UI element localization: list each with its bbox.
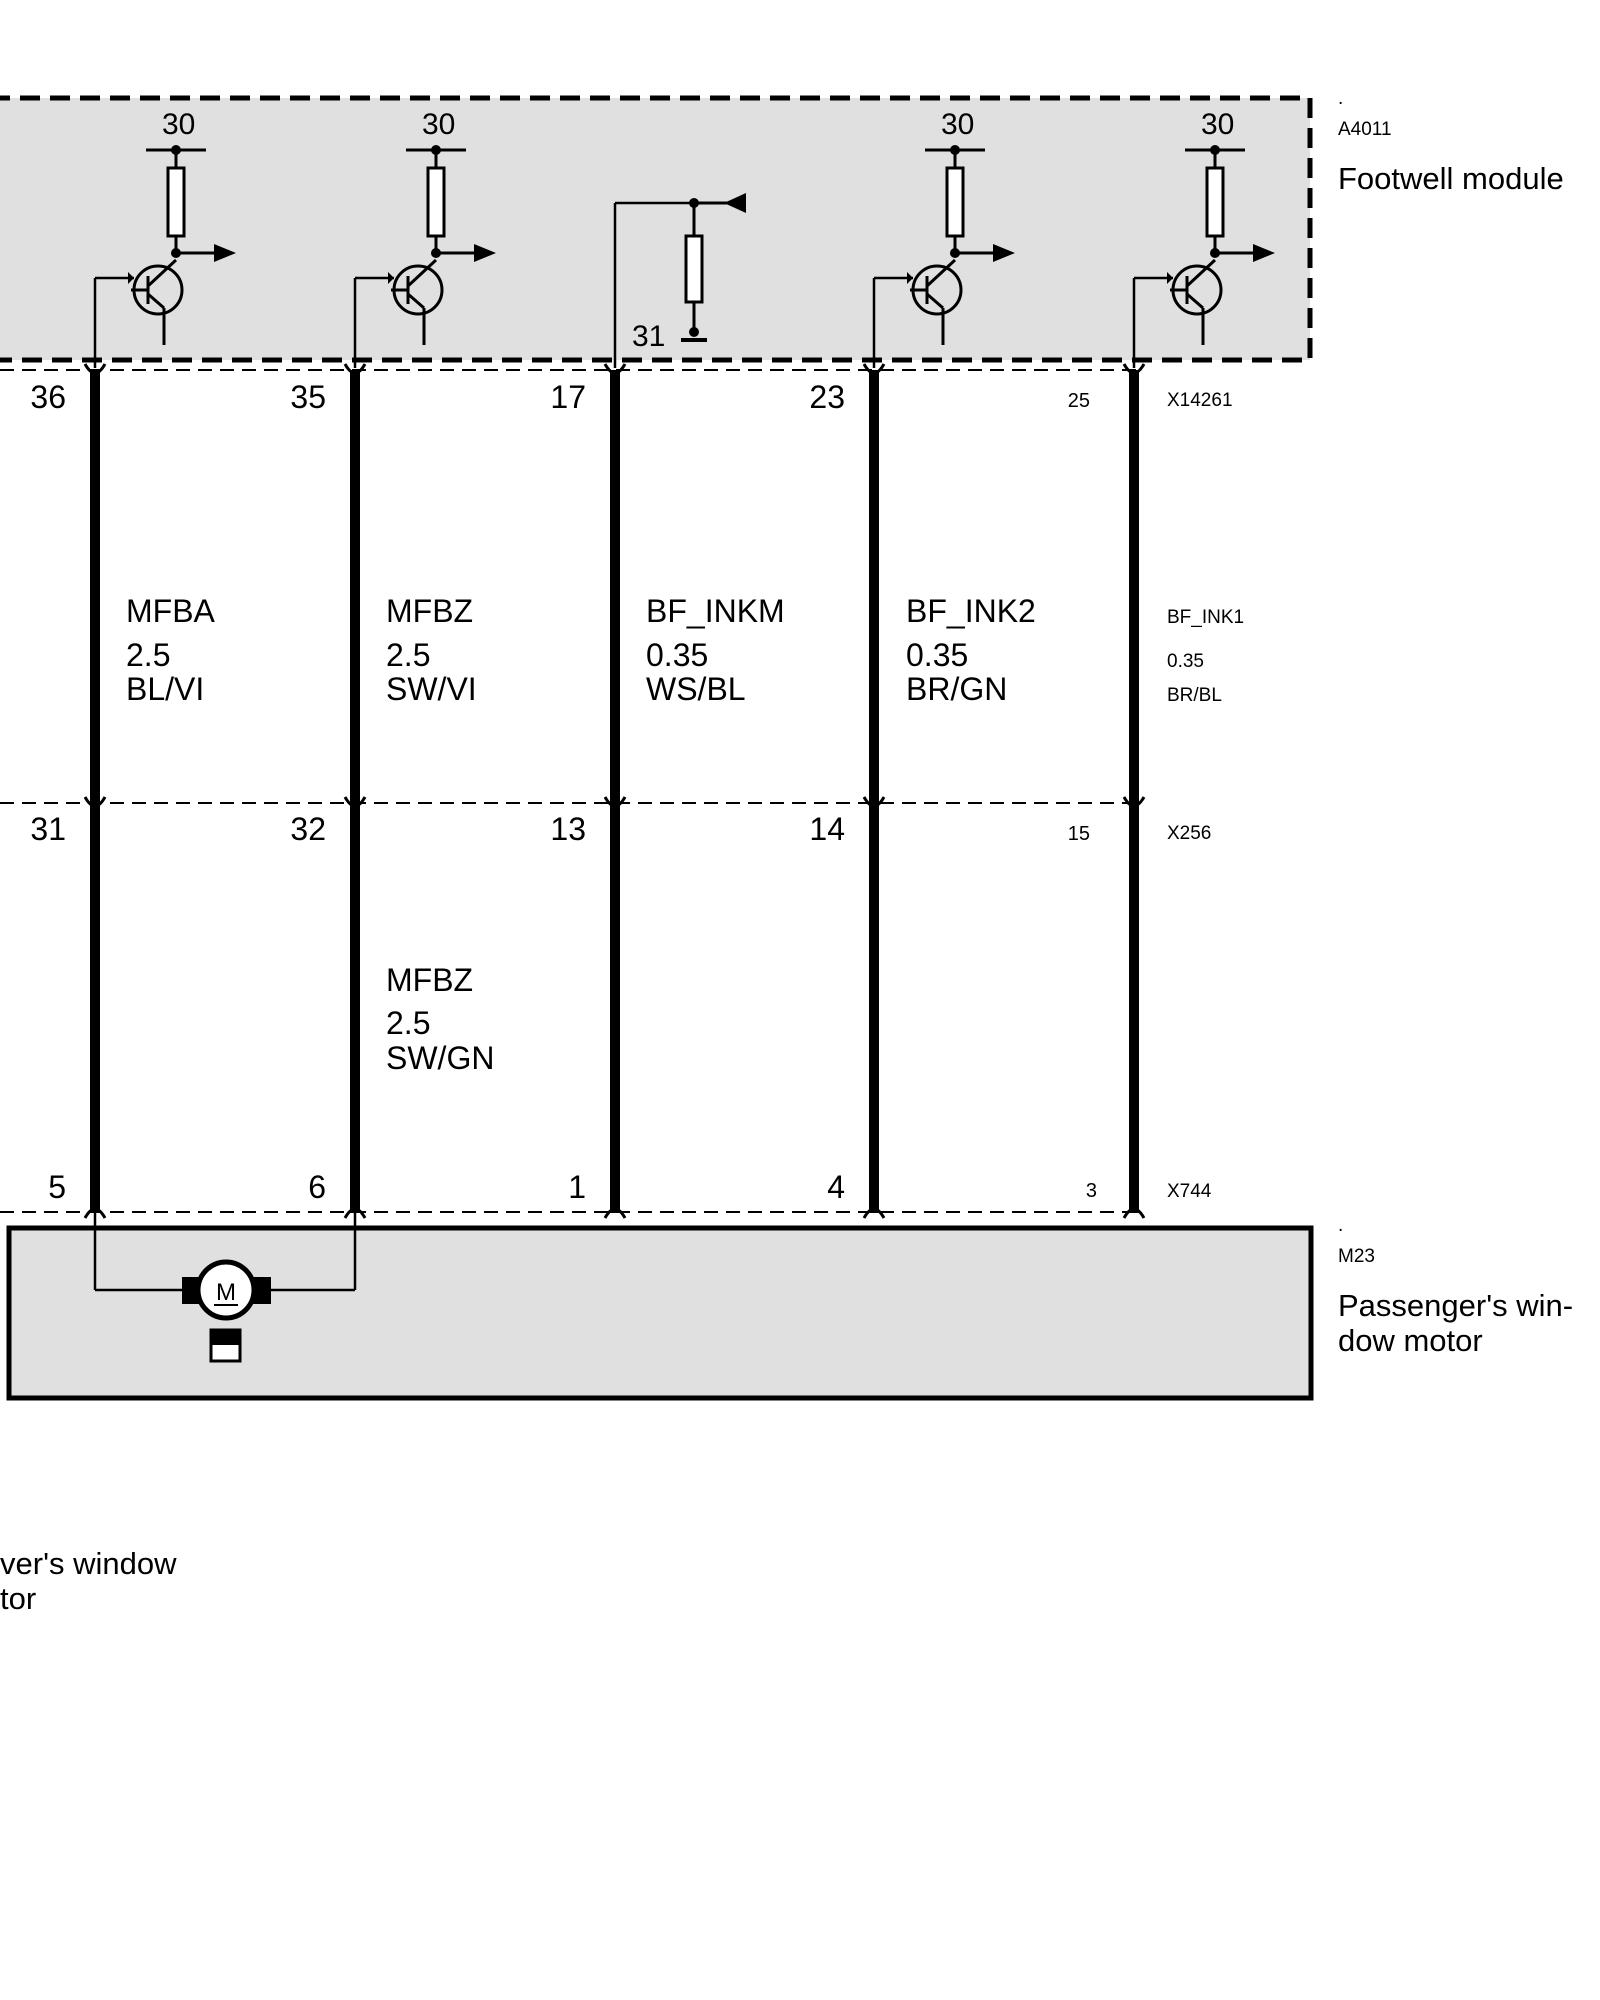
supply-label-3: 30: [941, 108, 974, 141]
pin-mid-3: 13: [550, 811, 586, 847]
pin-contact-mid-2: [343, 796, 367, 808]
pin-contact-top-5: [1122, 363, 1146, 375]
module-name: Footwell module: [1338, 161, 1564, 196]
pin-bot-4: 4: [827, 1169, 845, 1205]
pin-mid-2: 32: [290, 811, 326, 847]
pin-contact-bot-2: [343, 1207, 367, 1219]
pin-contact-mid-5: [1122, 796, 1146, 808]
wire-2: [350, 370, 360, 1213]
pin-contact-top-3: [603, 363, 627, 375]
wire-4-color: BR/GN: [906, 671, 1007, 707]
pin-bot-3: 1: [568, 1169, 586, 1205]
wire-2-size: 2.5: [386, 637, 430, 673]
motor-icon: [195, 1259, 257, 1321]
wire-1-size: 2.5: [126, 637, 170, 673]
wire-2-lower-color: SW/GN: [386, 1040, 494, 1076]
wire-2-lower-name: MFBZ: [386, 962, 473, 998]
pin-mid-4: 14: [809, 811, 845, 847]
wire-1-color: BL/VI: [126, 671, 204, 707]
transistor-stage-2: [353, 145, 496, 368]
wire-4-size: 0.35: [906, 637, 968, 673]
pin-top-3: 17: [550, 379, 586, 415]
wire-group: [90, 370, 1139, 1213]
pin-top-2: 35: [290, 379, 326, 415]
pin-top-5: 25: [1068, 390, 1090, 412]
transistor-stage-4: [1132, 145, 1275, 368]
pin-contact-mid-3: [603, 796, 627, 808]
footwell-module-box: [0, 95, 1313, 363]
pin-contacts: [83, 363, 1146, 1219]
wire-3-color: WS/BL: [646, 671, 746, 707]
supply-label-2: 30: [422, 108, 455, 141]
pin-bot-2: 6: [308, 1169, 326, 1205]
wire-3-size: 0.35: [646, 637, 708, 673]
connector-top-name: X14261: [1167, 390, 1233, 411]
pin-bot-1: 5: [48, 1169, 66, 1205]
motor-symbol-letter: M: [216, 1279, 236, 1306]
pin-contact-top-2: [343, 363, 367, 375]
connector-middle-name: X256: [1167, 823, 1211, 844]
pin-top-1: 36: [30, 379, 66, 415]
connector-bottom-name: X744: [1167, 1181, 1212, 1202]
wire-2-name: MFBZ: [386, 593, 473, 629]
supply-label-4: 30: [1201, 108, 1234, 141]
pin-mid-5: 15: [1068, 823, 1090, 845]
pin-contact-bot-5: [1122, 1207, 1146, 1219]
pin-contact-bot-1: [83, 1207, 107, 1219]
wire-3-name: BF_INKM: [646, 593, 785, 629]
input-arrow-icon: [724, 193, 746, 213]
ground-label: 31: [632, 320, 665, 353]
pin-contact-bot-4: [862, 1207, 886, 1219]
pin-contact-bot-3: [603, 1207, 627, 1219]
wire-2-lower-size: 2.5: [386, 1005, 430, 1041]
pin-contact-top-4: [862, 363, 886, 375]
motor-name-line1: Passenger's win-: [1338, 1288, 1573, 1323]
supply-label-1: 30: [162, 108, 195, 141]
pin-mid-1: 31: [30, 811, 66, 847]
pin-contact-mid-1: [83, 796, 107, 808]
motor-symbol: [93, 1212, 357, 1363]
window-motor-box: [6, 1225, 1314, 1401]
wire-5-color: BR/BL: [1167, 685, 1222, 706]
pin-contact-mid-4: [862, 796, 886, 808]
offscreen-label-line1: ver's window: [0, 1546, 177, 1581]
transistor-stage-1: [93, 145, 236, 368]
module-id: A4011: [1338, 119, 1392, 140]
wire-5: [1129, 370, 1139, 1213]
wire-4-name: BF_INK2: [906, 593, 1036, 629]
wire-5-name: BF_INK1: [1167, 607, 1244, 628]
transistor-stage-3: [872, 145, 1015, 368]
wire-3: [610, 370, 620, 1213]
motor-id: M23: [1338, 1246, 1375, 1267]
input-stage: [613, 193, 746, 368]
module-id-dot: .: [1338, 88, 1343, 109]
motor-id-dot: .: [1338, 1215, 1343, 1236]
wire-2-color: SW/VI: [386, 671, 477, 707]
offscreen-label-line2: tor: [0, 1581, 36, 1616]
pin-bot-5: 3: [1086, 1180, 1097, 1202]
wire-5-size: 0.35: [1167, 651, 1204, 672]
pin-top-4: 23: [809, 379, 845, 415]
wire-1-name: MFBA: [126, 593, 216, 629]
wire-1: [90, 370, 100, 1213]
motor-name-line2: dow motor: [1338, 1323, 1483, 1358]
wire-4: [869, 370, 879, 1213]
pin-contact-top-1: [83, 363, 107, 375]
